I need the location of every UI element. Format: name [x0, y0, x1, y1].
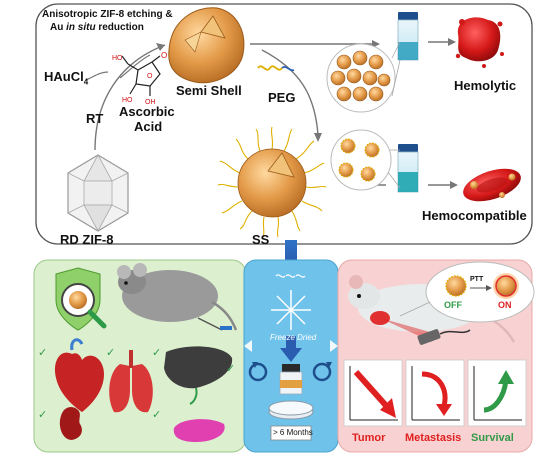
heart-organ-icon — [54, 338, 104, 412]
tumor-label: Tumor — [352, 432, 386, 444]
snowflake-icon — [271, 290, 311, 330]
dispersed-ss-inset — [330, 129, 392, 191]
spleen-organ-icon — [173, 419, 225, 442]
off-label: OFF — [444, 300, 462, 310]
vapor-lines-icon — [275, 274, 306, 278]
liver-organ-icon — [164, 346, 233, 405]
arrow-zif-to-semishell — [94, 44, 166, 151]
lungs-organ-icon — [109, 350, 153, 413]
months-label: > 6 Months — [273, 428, 313, 437]
circular-arrow-right-icon — [312, 362, 332, 382]
check-heart-icon: ✓ — [38, 346, 47, 359]
ptt-on-particle-icon — [493, 273, 519, 299]
circular-arrow-left-icon — [248, 362, 268, 382]
peg-chain-icon — [257, 65, 283, 71]
ptt-off-particle-icon — [445, 275, 467, 297]
step-label-italic: in situ — [66, 22, 96, 33]
freeze-dried-label: Freeze Dried — [270, 333, 317, 342]
shield-magnifier-icon — [55, 267, 107, 331]
mouse-icon — [117, 263, 238, 331]
synthesis-step-label-line1: Anisotropic ZIF-8 etching & — [42, 9, 173, 20]
intact-rbc-icon — [463, 168, 521, 202]
rd-zif8-crystal-icon — [67, 154, 129, 232]
check-liver2-icon: ✓ — [226, 362, 235, 375]
months-box — [270, 425, 312, 441]
check-liver-icon: ✓ — [152, 346, 161, 359]
step-label-suffix: reduction — [95, 22, 144, 33]
ss-pegylated-particle-icon — [217, 126, 327, 240]
test-tube-hemocompatible-icon — [397, 144, 419, 193]
step-label-prefix: Au — [50, 22, 67, 33]
arrow-ss-down — [285, 240, 297, 262]
arrow-semishell-to-ss — [261, 49, 319, 136]
kidney-organ-icon — [59, 407, 82, 440]
laser-fiber-icon — [417, 329, 471, 345]
check-spleen-icon: ✓ — [152, 408, 161, 421]
semi-shell-label: Semi Shell — [176, 83, 242, 98]
check-kidney-icon: ✓ — [38, 408, 47, 421]
svg-text:HO: HO — [112, 55, 123, 62]
metastasis-outcome-icon — [405, 359, 465, 427]
synthesis-step-label-line2: Au in situ reduction — [50, 22, 144, 33]
svg-text:O: O — [161, 51, 167, 60]
peg-label: PEG — [268, 90, 296, 105]
rd-zif8-label: RD ZIF-8 — [60, 232, 114, 247]
svg-text:HO: HO — [122, 97, 133, 104]
ascorbic-acid-molecule-icon — [121, 55, 161, 96]
rt-label: RT — [86, 111, 104, 126]
test-tube-hemolytic-icon — [397, 12, 419, 61]
on-label: ON — [498, 300, 512, 310]
svg-text:OH: OH — [145, 99, 156, 106]
petri-dish-icon — [268, 400, 314, 420]
svg-text:O: O — [147, 73, 153, 80]
hemolytic-label: Hemolytic — [454, 78, 517, 93]
hemolyzed-rbc-icon — [455, 17, 504, 68]
survival-label: Survival — [471, 432, 514, 444]
check-lungs-icon: ✓ — [106, 346, 115, 359]
ss-label: SS — [252, 232, 270, 247]
ascorbic-label-line2: Acid — [134, 119, 163, 134]
haucl4-subscript: 4 — [83, 77, 89, 87]
tumor-outcome-icon — [343, 359, 403, 427]
haucl4-label: HAuCl4 — [44, 69, 88, 87]
hemocompatible-label: Hemocompatible — [422, 208, 527, 223]
metastasis-label: Metastasis — [405, 432, 462, 444]
haucl4-text: HAuCl — [44, 69, 84, 84]
ptt-switch-inset — [425, 261, 535, 323]
ptt-label: PTT — [470, 276, 484, 283]
ascorbic-label-line1: Ascorbic — [119, 104, 175, 119]
semi-shell-particle-icon — [168, 7, 245, 84]
survival-outcome-icon — [467, 359, 527, 427]
vial-icon — [279, 364, 303, 395]
